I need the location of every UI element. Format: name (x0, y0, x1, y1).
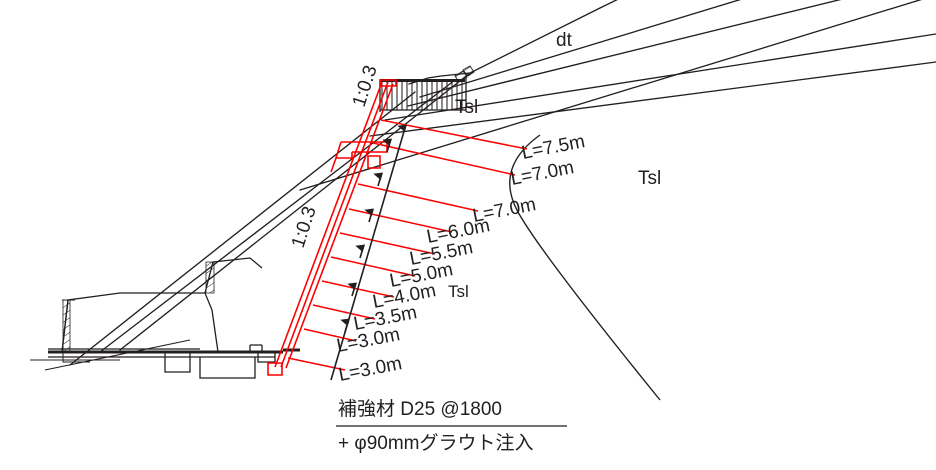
strata-label-tsl-mid: Tsl (448, 282, 469, 301)
reinforcement-bar (357, 183, 479, 212)
potential-failure-surface (330, 124, 408, 381)
strata-label-tsl-top: Tsl (455, 97, 478, 118)
strata-line-2 (407, 0, 842, 107)
reinforcement-bar (330, 256, 416, 277)
slope-ratio-label: 1:0.3 (349, 63, 382, 110)
crest-structure (379, 65, 475, 112)
bar-length-label: L=7.5m (520, 131, 587, 164)
strata-line-4 (384, 33, 936, 121)
bar-length-label: L=7.0m (509, 157, 576, 190)
reinforcement-bar (372, 142, 516, 176)
reinforcement-bar (339, 232, 436, 255)
reinforcement-bar (287, 357, 346, 371)
terrain-lines (69, 0, 936, 366)
note-reinforcement-spec: 補強材 D25 @1800 (338, 398, 502, 420)
reinforcement-bar (312, 304, 376, 320)
slope-ratio-label: 1:0.3 (288, 204, 321, 251)
slope-face-line-3 (69, 91, 416, 366)
ground-and-foundation (30, 257, 300, 379)
dt-surface-line (408, 0, 618, 85)
slip-surface-arc (509, 134, 661, 401)
bar-length-label: L=3.0m (337, 353, 404, 386)
slope-face-line-2 (99, 79, 456, 353)
strata-line-3 (299, 0, 922, 191)
reinforcement-bar (303, 328, 357, 342)
bar-length-label: L=3.0m (335, 324, 402, 357)
strata-line-5 (369, 61, 936, 137)
notes-block: 補強材 D25 @1800 + φ90mmグラウト注入 (336, 398, 567, 454)
strata-line-1 (419, 0, 742, 98)
reinforced-wall-face (267, 79, 397, 376)
note-grout-spec: + φ90mmグラウト注入 (338, 432, 533, 454)
strata-label-tsl-right: Tsl (638, 168, 661, 189)
strata-label-dt: dt (556, 30, 573, 51)
slope-face-line (119, 72, 471, 351)
